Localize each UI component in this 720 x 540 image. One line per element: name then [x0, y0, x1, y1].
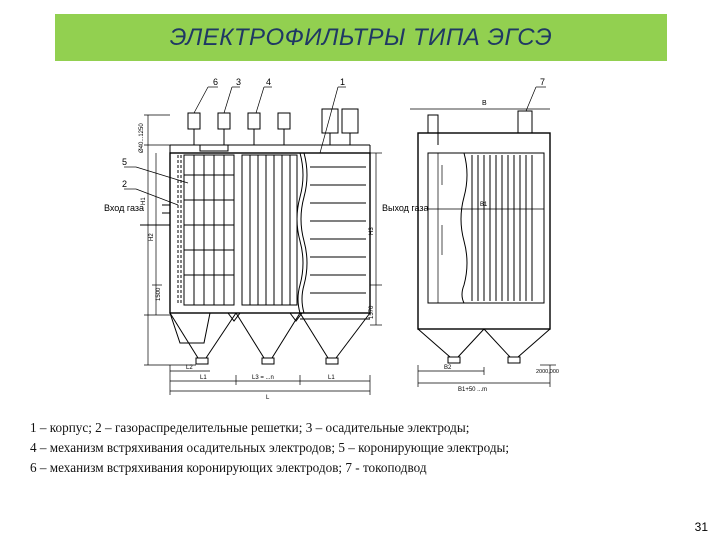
title-bar: ЭЛЕКТРОФИЛЬТРЫ ТИПА ЭГСЭ — [55, 14, 667, 61]
callout-4: 4 — [266, 77, 271, 87]
callout-6: 6 — [213, 77, 218, 87]
dim-h3: H3 — [369, 227, 375, 235]
dim-b1: B1 — [480, 202, 488, 208]
callout-5: 5 — [122, 157, 127, 167]
dim-l1: L1 — [200, 375, 207, 381]
slide-title: ЭЛЕКТРОФИЛЬТРЫ ТИПА ЭГСЭ — [169, 23, 553, 51]
dim-top-range: Ø40...1250 — [139, 123, 145, 153]
dim-2000: 2000,000 — [536, 369, 559, 375]
dim-b3: B1+50 ...m — [458, 387, 487, 393]
legend: 1 – корпус; 2 – газораспределительные ре… — [30, 418, 710, 478]
dim-l: L — [266, 395, 270, 401]
callout-2: 2 — [122, 179, 127, 189]
dim-l3: L3 = ...n — [252, 375, 274, 381]
legend-line-1: 1 – корпус; 2 – газораспределительные ре… — [30, 420, 470, 435]
dim-b2: B2 — [444, 365, 452, 371]
front-view: 6 3 4 1 5 2 Вход газа Выход газа Ø40...1… — [104, 77, 429, 401]
dim-1500: 1500 — [156, 287, 162, 301]
callout-1: 1 — [340, 77, 345, 87]
legend-line-2: 4 – механизм встряхивания осадительных э… — [30, 440, 510, 455]
dim-b: B — [482, 100, 487, 107]
outlet-label: Выход газа — [382, 203, 429, 213]
legend-line-3: 6 – механизм встряхивания коронирующих э… — [30, 460, 427, 475]
page-number: 31 — [694, 520, 708, 534]
dim-h2: H2 — [149, 233, 155, 241]
electrostatic-precipitator-drawing: 6 3 4 1 5 2 Вход газа Выход газа Ø40...1… — [104, 77, 559, 401]
dim-h1: H1 — [141, 197, 147, 205]
side-view: 7 B B1 B2 B1+50 ...m 2000,000 — [410, 77, 559, 393]
inlet-label: Вход газа — [104, 203, 144, 213]
dim-l2: L2 — [186, 365, 193, 371]
callout-3: 3 — [236, 77, 241, 87]
dim-l1b: L1 — [328, 375, 335, 381]
dim-1570: 1570 — [369, 305, 375, 319]
callout-7: 7 — [540, 77, 545, 87]
